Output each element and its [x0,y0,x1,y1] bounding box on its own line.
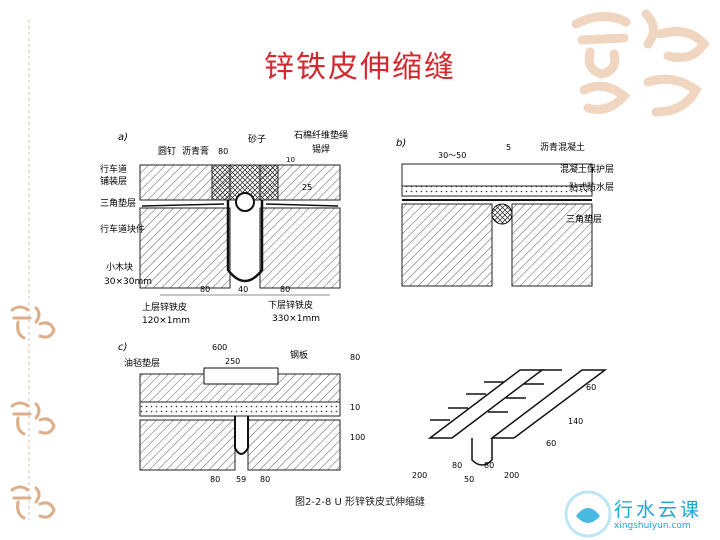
figure-c-label: c) [118,342,127,353]
u-sheet-c [234,416,249,455]
label-felt-pad: 油毡垫层 [124,357,160,369]
label-asbestos-rope: 石棉纤维垫绳 [294,129,348,141]
deck-left-b [401,203,493,287]
deck-right-c [247,419,341,471]
seal-watermark-3 [6,480,64,524]
label-asphalt-concrete: 沥青混凝土 [540,141,585,153]
iso-right-wing [489,369,608,439]
figure-b-label: b) [396,138,406,149]
logo-url: xingshuiyun.com [614,521,691,531]
deck-left-c [139,419,236,471]
label-nail: 圆钉 [158,146,176,157]
dim-80a-c: 80 [350,353,360,362]
brand-calligraphy-watermark [571,9,710,117]
dim-80-top: 80 [218,147,228,156]
seal-watermark-2 [6,396,64,440]
label-triangle-pad: 三角垫层 [100,197,136,209]
steel-plate [203,367,279,385]
label-triangle-pad-b: 三角垫层 [566,213,602,225]
dim-80b-c: 80 [210,475,220,484]
dim-25: 25 [302,183,312,192]
dim-250: 250 [225,357,240,366]
dim-140: 140 [568,417,583,426]
dim-80-left: 80 [200,285,210,294]
dim-80c-c: 80 [260,475,270,484]
seal-watermark-1 [6,300,64,344]
seal-brush-icon [10,401,56,436]
dim-gap: 30～50 [438,151,466,160]
left-dotted-rule [28,20,30,520]
slide-title: 锌铁皮伸缩缝 [264,50,456,85]
label-wood-block-size: 30×30mm [104,277,152,287]
dim-59: 59 [236,475,246,484]
label-deck-block: 行车道块件 [100,223,145,235]
figure-a: a) 圆钉 沥青膏 砂子 石棉纤维垫绳 锡焊 80 10 25 行车道 铺装层 … [100,129,348,326]
dim-10-c: 10 [350,403,360,412]
dim-100: 100 [350,433,365,442]
label-paving-1: 行车道 [100,163,127,175]
expansion-joint-drawing: a) 圆钉 沥青膏 砂子 石棉纤维垫绳 锡焊 80 10 25 行车道 铺装层 … [100,129,614,484]
label-tin-weld: 锡焊 [312,143,330,155]
iso-teeth [430,369,562,421]
figure-b: b) 30～50 5 沥青混凝土 混凝土保护层 贴式防水层 三角垫层 [396,138,614,287]
dim-10: 10 [286,156,295,164]
deck-block-left [139,207,231,289]
label-sand: 砂子 [248,133,266,145]
dim-600: 600 [212,343,227,352]
label-paving-2: 铺装层 [100,175,127,187]
logo-name: 行水云课 [614,499,703,521]
dim-200a: 200 [412,471,427,480]
seal-brush-icon [10,485,56,520]
sheet-wings [141,203,339,207]
gap-filler-circle [491,203,513,225]
label-protect-layer: 混凝土保护层 [560,163,614,175]
label-asphalt-paste: 沥青膏 [182,145,209,157]
u-shape-sheet [226,200,264,283]
dim-80a-d: 80 [452,461,462,470]
dim-60a: 60 [546,439,556,448]
label-lower-sheet-size: 330×1mm [272,314,320,324]
dim-80-right: 80 [280,285,290,294]
xingshui-logo-icon [564,490,612,538]
label-lower-sheet: 下层锌铁皮 [268,299,313,311]
label-wood-block: 小木块 [106,261,133,273]
iso-u-channel [471,438,493,466]
label-upper-sheet-size: 120×1mm [142,316,190,326]
dim-40: 40 [238,285,248,294]
label-waterproof-layer: 贴式防水层 [569,181,614,193]
deck-block-right [259,207,341,289]
dim-200b: 200 [504,471,519,480]
dim-5: 5 [506,143,511,152]
seal-brush-icon [10,305,56,340]
protect-layer [401,185,593,197]
deck-right-b [511,203,593,287]
asbestos-rope-circle [235,192,255,212]
figure-d: 200 80 80 200 50 60 60 140 [412,369,608,484]
dim-60b: 60 [586,383,596,392]
figure-caption: 图2-2-8 U 形锌铁皮式伸缩缝 [295,497,425,508]
label-steel-plate: 钢板 [290,349,308,361]
label-upper-sheet: 上层锌铁皮 [142,301,187,313]
felt-layer-c [139,401,341,417]
figure-a-label: a) [118,132,128,143]
dim-50: 50 [464,475,474,484]
figure-c: c) 600 250 油毡垫层 钢板 80 10 100 80 59 80 [118,342,365,484]
dim-80b-d: 80 [484,461,494,470]
